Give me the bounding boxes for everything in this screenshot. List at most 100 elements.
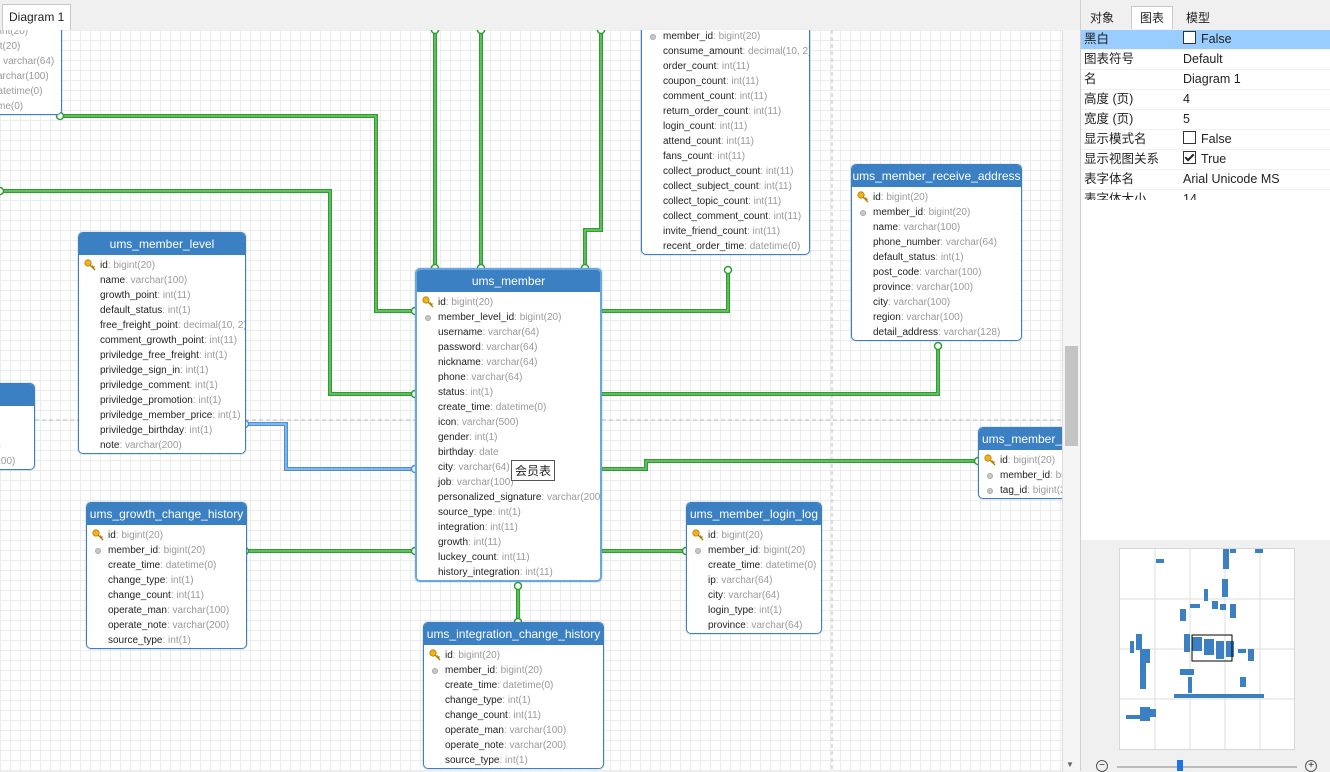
field-row[interactable]: ip: varchar(64) bbox=[687, 573, 821, 588]
entity-partial-left-mid[interactable]: 2)(100) bbox=[0, 383, 35, 470]
field-row[interactable]: city: varchar(64) bbox=[417, 460, 600, 475]
diagram-overview-minimap[interactable] bbox=[1119, 548, 1295, 750]
field-row[interactable]: consume_amount: decimal(10, 2) bbox=[642, 44, 809, 59]
property-value[interactable]: 5 bbox=[1183, 110, 1190, 129]
entity-header[interactable]: ums_member_login_log bbox=[687, 503, 821, 525]
field-row[interactable]: member_id: bigint(20) bbox=[87, 543, 246, 558]
field-row[interactable]: password: varchar(64) bbox=[417, 340, 600, 355]
property-value[interactable]: Arial Unicode MS bbox=[1183, 170, 1280, 189]
property-row[interactable]: 宽度 (页)5 bbox=[1081, 110, 1330, 130]
field-row[interactable] bbox=[0, 409, 34, 424]
zoom-out-icon[interactable]: − bbox=[1096, 760, 1108, 772]
field-row[interactable]: member_id: bigint(20) bbox=[642, 30, 809, 44]
relationship-line[interactable] bbox=[583, 30, 603, 268]
entity-ums-integration-change-history[interactable]: ums_integration_change_history id: bigint… bbox=[423, 622, 604, 769]
field-row[interactable]: status: int(1) bbox=[417, 385, 600, 400]
canvas-vertical-scrollbar[interactable]: ▼ bbox=[1062, 30, 1081, 771]
diagram-canvas[interactable]: igint(20)int(20)e: varchar(64)varchar(10… bbox=[0, 30, 1062, 771]
field-row[interactable]: detail_address: varchar(128) bbox=[852, 325, 1021, 340]
field-row[interactable]: province: varchar(100) bbox=[852, 280, 1021, 295]
field-row[interactable]: priviledge_sign_in: int(1) bbox=[79, 363, 245, 378]
field-row[interactable]: phone: varchar(64) bbox=[417, 370, 600, 385]
field-row[interactable]: create_time: datetime(0) bbox=[87, 558, 246, 573]
entity-header[interactable]: ums_integration_change_history bbox=[424, 623, 603, 645]
field-row[interactable]: order_count: int(11) bbox=[642, 59, 809, 74]
entity-partial-top-left[interactable]: igint(20)int(20)e: varchar(64)varchar(10… bbox=[0, 30, 62, 115]
field-row[interactable]: id: bigint(20) bbox=[424, 648, 603, 663]
field-row[interactable]: username: varchar(64) bbox=[417, 325, 600, 340]
entity-header[interactable] bbox=[0, 384, 34, 406]
field-row[interactable]: priviledge_promotion: int(1) bbox=[79, 393, 245, 408]
scrollbar-thumb[interactable] bbox=[1065, 346, 1078, 446]
field-row[interactable]: (100) bbox=[0, 454, 34, 469]
field-row[interactable]: province: varchar(64) bbox=[687, 618, 821, 633]
field-row[interactable] bbox=[0, 424, 34, 439]
field-row[interactable]: 2) bbox=[0, 439, 34, 454]
zoom-in-icon[interactable]: + bbox=[1305, 760, 1317, 772]
field-row[interactable]: change_count: int(11) bbox=[87, 588, 246, 603]
field-row[interactable]: phone_number: varchar(64) bbox=[852, 235, 1021, 250]
field-row[interactable]: note: varchar(200) bbox=[79, 438, 245, 453]
field-row[interactable]: job: varchar(100) bbox=[417, 475, 600, 490]
field-row[interactable]: e: varchar(64) bbox=[0, 54, 61, 69]
field-row[interactable]: history_integration: int(11) bbox=[417, 565, 600, 580]
field-row[interactable]: recent_order_time: datetime(0) bbox=[642, 239, 809, 254]
field-row[interactable]: comment_count: int(11) bbox=[642, 89, 809, 104]
field-row[interactable]: id: bigint(20) bbox=[417, 295, 600, 310]
field-row[interactable]: default_status: int(1) bbox=[79, 303, 245, 318]
entity-header[interactable]: ums_member_level bbox=[79, 233, 245, 255]
field-row[interactable]: collect_product_count: int(11) bbox=[642, 164, 809, 179]
field-row[interactable]: collect_subject_count: int(11) bbox=[642, 179, 809, 194]
zoom-slider-thumb[interactable] bbox=[1177, 760, 1183, 771]
panel-tab[interactable]: 图表 bbox=[1131, 6, 1174, 29]
field-row[interactable]: change_count: int(11) bbox=[424, 708, 603, 723]
field-row[interactable]: operate_man: varchar(100) bbox=[87, 603, 246, 618]
field-row[interactable]: member_level_id: bigint(20) bbox=[417, 310, 600, 325]
property-value[interactable]: 4 bbox=[1183, 90, 1190, 109]
field-row[interactable]: igint(20) bbox=[0, 30, 61, 39]
checkbox-icon[interactable] bbox=[1183, 151, 1196, 164]
field-row[interactable]: growth: int(11) bbox=[417, 535, 600, 550]
field-row[interactable]: integration: int(11) bbox=[417, 520, 600, 535]
field-row[interactable]: gender: int(1) bbox=[417, 430, 600, 445]
property-value[interactable]: Default bbox=[1183, 50, 1223, 69]
field-row[interactable]: city: varchar(64) bbox=[687, 588, 821, 603]
field-row[interactable]: login_type: int(1) bbox=[687, 603, 821, 618]
zoom-slider-track[interactable] bbox=[1117, 766, 1297, 768]
field-row[interactable]: change_type: int(1) bbox=[424, 693, 603, 708]
field-row[interactable]: member_id: bi bbox=[979, 468, 1062, 483]
field-row[interactable]: login_count: int(11) bbox=[642, 119, 809, 134]
minimap-viewport-frame[interactable] bbox=[1191, 634, 1233, 662]
field-row[interactable]: nickname: varchar(64) bbox=[417, 355, 600, 370]
field-row[interactable]: attend_count: int(11) bbox=[642, 134, 809, 149]
field-row[interactable]: collect_topic_count: int(11) bbox=[642, 194, 809, 209]
field-row[interactable]: name: varchar(100) bbox=[79, 273, 245, 288]
field-row[interactable]: priviledge_member_price: int(1) bbox=[79, 408, 245, 423]
field-row[interactable]: default_status: int(1) bbox=[852, 250, 1021, 265]
field-row[interactable]: time(0) bbox=[0, 99, 61, 114]
field-row[interactable]: varchar(100) bbox=[0, 69, 61, 84]
field-row[interactable]: source_type: int(1) bbox=[87, 633, 246, 648]
property-value[interactable]: True bbox=[1183, 150, 1226, 169]
field-row[interactable]: fans_count: int(11) bbox=[642, 149, 809, 164]
entity-ums-member-statistics-info[interactable]: id: bigint(20)member_id: bigint(20)consu… bbox=[641, 30, 810, 255]
field-row[interactable]: invite_friend_count: int(11) bbox=[642, 224, 809, 239]
field-row[interactable]: id: bigint(20) bbox=[852, 190, 1021, 205]
field-row[interactable]: return_order_count: int(11) bbox=[642, 104, 809, 119]
panel-tab[interactable]: 模型 bbox=[1186, 11, 1211, 25]
field-row[interactable]: priviledge_comment: int(1) bbox=[79, 378, 245, 393]
entity-ums-member-tag-relation[interactable]: ums_member_rid: bigint(20)member_id: bit… bbox=[978, 427, 1062, 499]
field-row[interactable]: comment_growth_point: int(11) bbox=[79, 333, 245, 348]
field-row[interactable]: member_id: bigint(20) bbox=[852, 205, 1021, 220]
field-row[interactable]: region: varchar(100) bbox=[852, 310, 1021, 325]
property-value[interactable]: False bbox=[1183, 130, 1232, 149]
field-row[interactable]: create_time: datetime(0) bbox=[417, 400, 600, 415]
relationship-line[interactable] bbox=[598, 459, 978, 471]
field-row[interactable]: datetime(0) bbox=[0, 84, 61, 99]
scroll-down-arrow-icon[interactable]: ▼ bbox=[1066, 760, 1074, 769]
